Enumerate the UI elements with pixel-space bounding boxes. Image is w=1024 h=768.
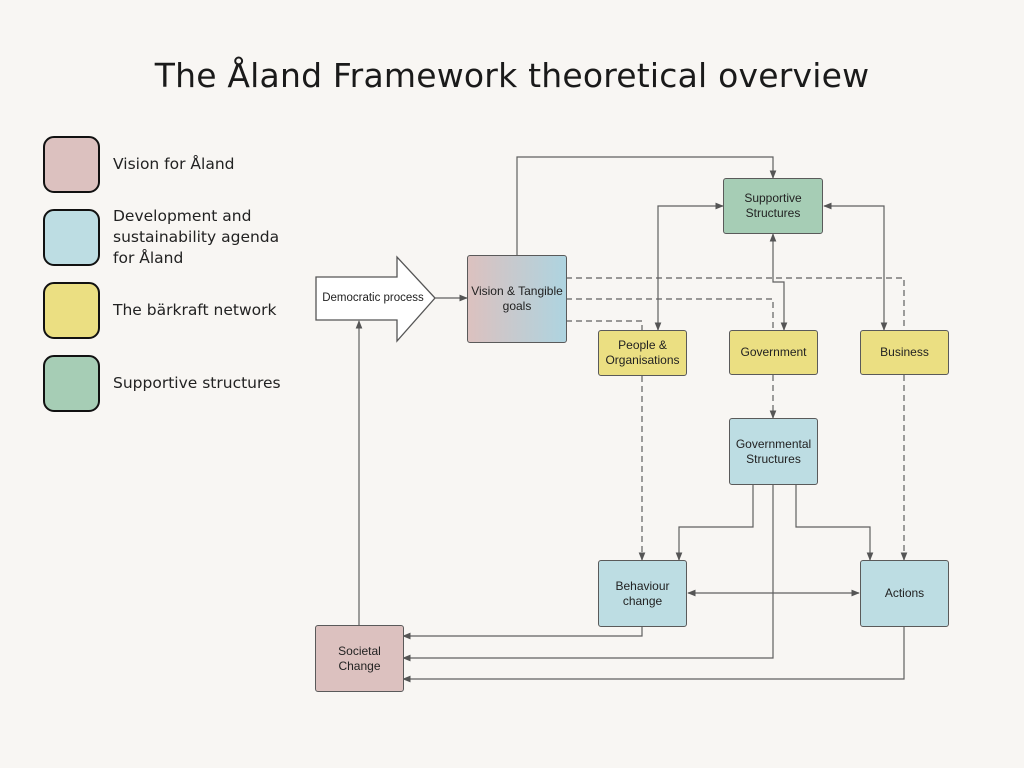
legend-label-supportive: Supportive structures [113, 374, 281, 392]
vision-goals-node: Vision & Tangible goals [467, 255, 567, 343]
behaviour-change-node: Behaviour change [598, 560, 687, 627]
government-node: Government [729, 330, 818, 375]
business-node: Business [860, 330, 949, 375]
legend-swatch-network [43, 282, 100, 339]
actions-node: Actions [860, 560, 949, 627]
governmental-structures-node: Governmental Structures [729, 418, 818, 485]
legend-swatch-agenda [43, 209, 100, 266]
democratic-process-arrow [315, 255, 436, 343]
societal-change-node: Societal Change [315, 625, 404, 692]
legend-swatch-vision [43, 136, 100, 193]
legend-label-agenda: Development and sustainability agenda fo… [113, 207, 280, 267]
people-organisations-node: People & Organisations [598, 330, 687, 376]
legend-label-network: The bärkraft network [113, 301, 277, 319]
page-title: The Åland Framework theoretical overview [154, 56, 870, 95]
supportive-structures-node: Supportive Structures [723, 178, 823, 234]
legend-label-vision: Vision for Åland [113, 155, 235, 173]
legend-swatch-supportive [43, 355, 100, 412]
democratic-process-label: Democratic process [322, 291, 424, 304]
